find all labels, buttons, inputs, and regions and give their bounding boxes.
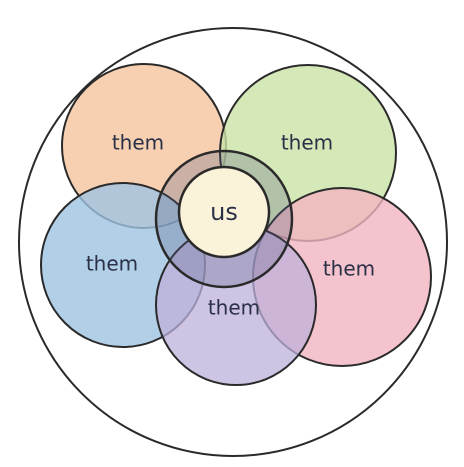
us-circle xyxy=(177,165,271,259)
them-label-green: them xyxy=(281,131,333,155)
them-label-purple: them xyxy=(208,296,260,320)
them-label-blue: them xyxy=(86,252,138,276)
them-label-orange: them xyxy=(112,131,164,155)
us-label: us xyxy=(210,198,238,226)
them-label-pink: them xyxy=(323,257,375,281)
